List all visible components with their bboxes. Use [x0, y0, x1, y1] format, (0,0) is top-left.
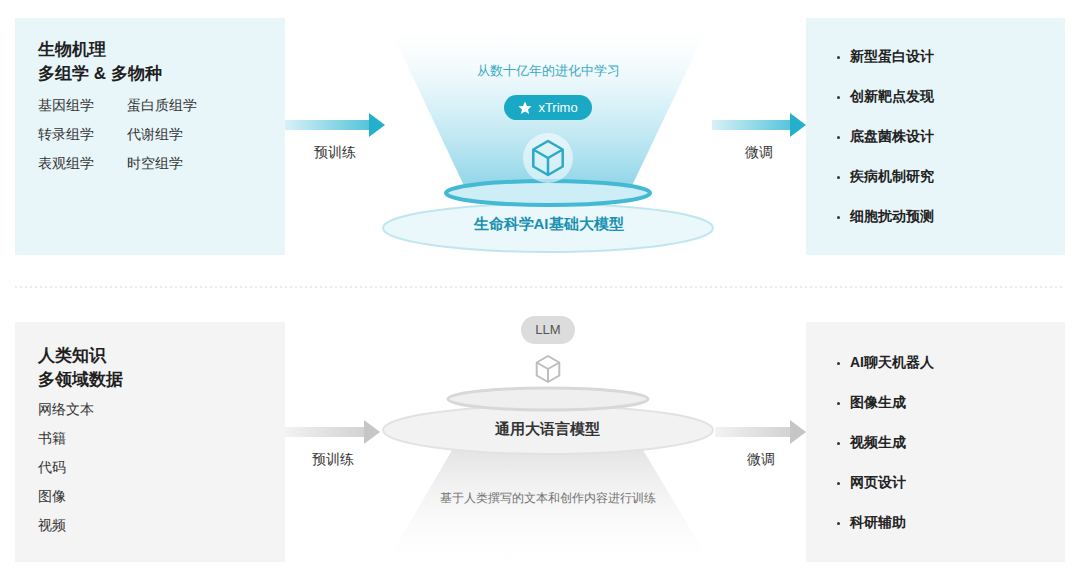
badge-text: xTrimo	[538, 100, 577, 116]
data-type-item: 转录组学	[38, 126, 94, 143]
model-text: 通用大语言模型	[380, 420, 715, 438]
data-type-item: 代码	[38, 459, 66, 476]
application-item: 疾病机制研究	[850, 168, 934, 185]
bullet-dot	[837, 216, 840, 219]
data-type-item: 蛋白质组学	[127, 97, 197, 114]
bullet-dot	[837, 522, 840, 525]
badge-text: LLM	[535, 322, 560, 338]
light-cone	[385, 18, 712, 190]
application-panel: 新型蛋白设计创新靶点发现底盘菌株设计疾病机制研究细胞扰动预测	[806, 18, 1065, 255]
application-item: 创新靶点发现	[850, 88, 934, 105]
model-node: 通用大语言模型基于人类撰写的文本和创作内容进行训练 LLM	[380, 310, 715, 565]
data-type-item: 代谢组学	[127, 126, 183, 143]
application-panel: AI聊天机器人图像生成视频生成网页设计科研辅助	[806, 322, 1065, 562]
edge-label: 微调	[747, 451, 775, 468]
application-item: 底盘菌株设计	[850, 128, 934, 145]
data-type-item: 视频	[38, 517, 66, 534]
model-text: 基于人类撰写的文本和创作内容进行训练	[380, 491, 715, 505]
model-logo	[533, 141, 562, 175]
application-item: 新型蛋白设计	[850, 48, 934, 65]
application-item: 图像生成	[850, 394, 906, 411]
source-panel: 生物机理 多组学 & 多物种基因组学 蛋白质组学转录组学 代谢组学表观组学 时空组学	[15, 18, 285, 255]
data-type-item: 网络文本	[38, 401, 94, 418]
model-node: 从数十亿年的进化中学习生命科学AI基础大模型 xTrimo	[385, 18, 712, 255]
platform-ring	[446, 181, 650, 205]
flow-arrow	[715, 427, 790, 437]
bullet-dot	[837, 96, 840, 99]
application-item: 网页设计	[850, 474, 906, 491]
application-item: 科研辅助	[850, 514, 906, 531]
data-type-item: 基因组学	[38, 97, 94, 114]
bullet-dot	[837, 56, 840, 59]
bullet-dot	[837, 362, 840, 365]
platform-ring	[448, 388, 648, 410]
application-item: 细胞扰动预测	[850, 208, 934, 225]
data-type-item: 书籍	[38, 430, 66, 447]
bullet-dot	[837, 136, 840, 139]
star-icon	[518, 101, 532, 115]
flow-arrow	[712, 120, 790, 130]
source-panel: 人类知识 多领域数据网络文本书籍代码图像视频	[15, 322, 285, 562]
model-badge: LLM	[521, 316, 574, 344]
panel-heading: 生物机理 多组学 & 多物种	[38, 38, 162, 86]
panel-heading: 人类知识 多领域数据	[38, 344, 123, 392]
flow-arrow	[285, 427, 364, 437]
bullet-dot	[837, 482, 840, 485]
model-text: 生命科学AI基础大模型	[385, 215, 712, 233]
edge-label: 预训练	[312, 451, 354, 468]
flow-arrow	[285, 120, 369, 130]
application-item: AI聊天机器人	[850, 354, 934, 371]
application-item: 视频生成	[850, 434, 906, 451]
model-badge: xTrimo	[504, 95, 591, 120]
model-text: 从数十亿年的进化中学习	[385, 63, 712, 79]
edge-label: 预训练	[314, 144, 356, 161]
data-type-item: 表观组学	[38, 155, 94, 172]
data-type-item: 图像	[38, 488, 66, 505]
bullet-dot	[837, 402, 840, 405]
bullet-dot	[837, 176, 840, 179]
model-logo	[537, 356, 560, 382]
star-icon	[519, 101, 532, 114]
separator-line	[15, 287, 1065, 288]
platform-base	[383, 204, 713, 252]
edge-label: 微调	[745, 144, 773, 161]
bullet-dot	[837, 442, 840, 445]
logo-glow	[523, 133, 573, 183]
data-type-item: 时空组学	[127, 155, 183, 172]
